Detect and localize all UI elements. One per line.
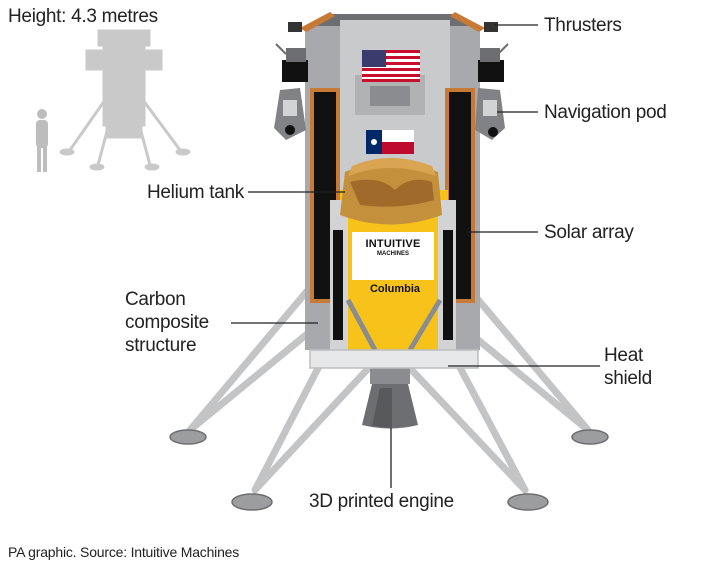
- engine-nozzle: [362, 368, 418, 429]
- label-carbon-line-1: Carbon: [125, 289, 186, 310]
- columbia-text: Columbia: [369, 283, 421, 295]
- label-heat-shield: Heat shield: [604, 344, 652, 390]
- credit-line: PA graphic. Source: Intuitive Machines: [8, 544, 240, 560]
- height-note: Height: 4.3 metres: [8, 6, 158, 27]
- thrusters: [275, 22, 509, 82]
- label-carbon-line-2: composite: [125, 312, 209, 333]
- navigation-pod-right: [475, 88, 505, 140]
- intuitive-machines-logo: INTUITIVE MACHINES: [352, 238, 434, 258]
- copper-trim: [300, 12, 485, 32]
- label-heat-line-1: Heat: [604, 345, 643, 366]
- label-navigation-pod: Navigation pod: [544, 102, 667, 123]
- label-helium-tank: Helium tank: [146, 182, 244, 203]
- label-thrusters: Thrusters: [544, 15, 622, 36]
- heat-shield: [309, 349, 479, 369]
- label-carbon-structure: Carbon composite structure: [125, 288, 209, 357]
- logo-line-1: INTUITIVE: [365, 238, 421, 250]
- texas-flag: [366, 130, 414, 154]
- scale-silhouette: [59, 29, 191, 171]
- navigation-pod-left: [274, 88, 306, 140]
- human-silhouette: [36, 109, 48, 172]
- carbon-composite-structure: [330, 190, 456, 352]
- helium-tank: [340, 158, 442, 225]
- label-heat-line-2: shield: [604, 368, 652, 389]
- label-engine: 3D printed engine: [309, 491, 454, 512]
- columbia-logo: Columbia: [355, 283, 435, 295]
- leader-lines: [231, 24, 600, 488]
- label-carbon-line-3: structure: [125, 335, 197, 356]
- logo-line-2: MACHINES: [376, 251, 409, 257]
- landing-footpads: [169, 429, 609, 511]
- landing-legs: [186, 286, 592, 494]
- us-flag: [362, 50, 420, 82]
- label-solar-array: Solar array: [544, 222, 634, 243]
